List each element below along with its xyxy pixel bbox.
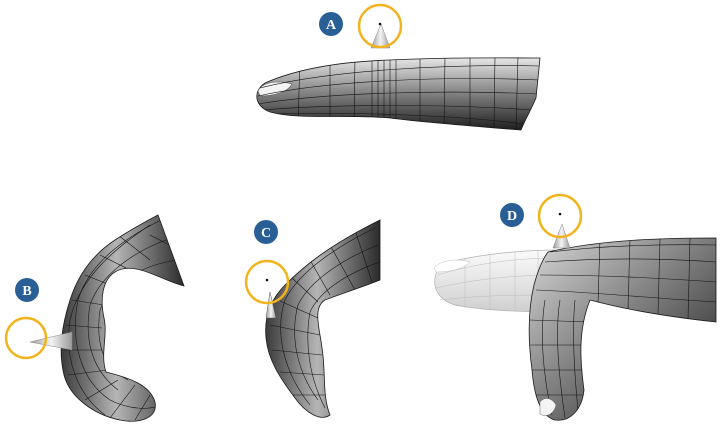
badge-c: C <box>254 220 278 244</box>
badge-a-label: A <box>326 18 337 33</box>
finger-c-surface <box>265 219 381 418</box>
finger-mesh-c <box>265 219 381 418</box>
fingernail-a <box>257 81 293 97</box>
highlight-circle-d <box>537 193 583 239</box>
spike-cone-a <box>370 23 391 49</box>
badge-b-label: B <box>22 284 31 299</box>
finger-mesh-b <box>29 214 185 422</box>
finger-mesh-a <box>256 23 541 131</box>
highlight-circle-b <box>4 316 48 360</box>
spike-cone-c <box>265 291 277 319</box>
mesh-lines-c <box>269 227 380 409</box>
highlight-circle-c <box>244 259 290 305</box>
badge-c-label: C <box>261 226 271 241</box>
ghost-finger-surface <box>434 249 561 313</box>
spike-cone-b <box>29 331 73 351</box>
highlight-circle-a <box>357 3 403 49</box>
badge-d: D <box>500 203 524 227</box>
finger-b-surface <box>60 214 185 422</box>
finger-d-surface <box>528 237 717 421</box>
finger-mesh-d <box>433 223 717 421</box>
badge-b: B <box>15 278 39 302</box>
badge-a: A <box>319 12 343 36</box>
ghost-fingernail <box>433 259 471 273</box>
finger-a-surface <box>256 57 541 131</box>
fingernail-d <box>539 398 557 416</box>
badge-d-label: D <box>507 209 517 224</box>
